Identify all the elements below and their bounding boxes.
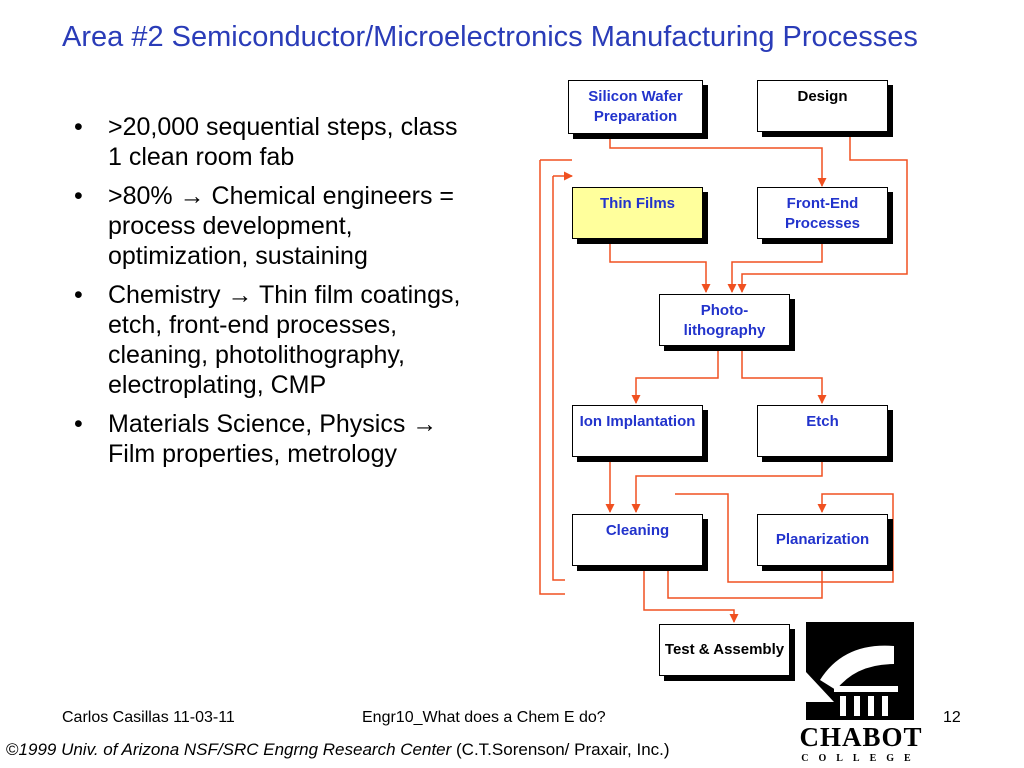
bullet-item: • Chemistry → Thin film coatings, etch, f… xyxy=(62,280,462,400)
bullet-item: • Materials Science, Physics → Film prope… xyxy=(62,409,462,469)
flow-box-etch: Etch xyxy=(757,405,888,457)
bullet-text: Chemistry → Thin film coatings, etch, fr… xyxy=(108,281,461,399)
bullet-text: >80% → Chemical engineers = process deve… xyxy=(108,182,455,270)
flow-box-test-assembly: Test & Assembly xyxy=(659,624,790,676)
logo-name: CHABOT xyxy=(799,722,923,752)
bullet-list: • >20,000 sequential steps, class 1 clean… xyxy=(62,112,462,478)
bullet-dot-icon: • xyxy=(74,410,83,438)
bullet-text: >20,000 sequential steps, class 1 clean … xyxy=(108,113,458,171)
loop-outer-left xyxy=(539,160,565,595)
footer-course: Engr10_What does a Chem E do? xyxy=(362,709,606,726)
chabot-college-logo xyxy=(806,622,914,720)
arrow-loop-to-planarization xyxy=(675,493,894,583)
logo-subtitle: COLLEGE xyxy=(801,753,921,764)
footer-author: Carlos Casillas 11-03-11 xyxy=(62,709,235,726)
page-number: 12 xyxy=(943,709,961,726)
bullet-dot-icon: • xyxy=(74,182,83,210)
bullet-dot-icon: • xyxy=(74,113,83,141)
bullet-item: • >80% → Chemical engineers = process dev… xyxy=(62,181,462,271)
bullet-item: • >20,000 sequential steps, class 1 clean… xyxy=(62,112,462,172)
arrow-design-to-photolithography xyxy=(737,134,908,293)
flow-box-ion-implantation: Ion Implantation xyxy=(572,405,703,457)
bullet-dot-icon: • xyxy=(74,281,83,309)
bullet-text: Materials Science, Physics → Film proper… xyxy=(108,410,438,468)
flow-box-silicon-wafer: Silicon Wafer Preparation xyxy=(568,80,703,134)
loop-planarization-return xyxy=(667,568,823,599)
arrow-frontend-to-photolithography xyxy=(727,241,823,293)
slide-title: Area #2 Semiconductor/Microelectronics M… xyxy=(62,21,918,53)
flow-box-cleaning: Cleaning xyxy=(572,514,703,566)
flow-box-planarization: Planarization xyxy=(757,514,888,566)
credit-institution: 1999 Univ. of Arizona NSF/SRC Engrng Res… xyxy=(18,740,452,759)
copyright-credit: ©1999 Univ. of Arizona NSF/SRC Engrng Re… xyxy=(6,740,670,760)
credit-authors: (C.T.Sorenson/ Praxair, Inc.) xyxy=(451,740,670,759)
flow-box-front-end: Front-End Processes xyxy=(757,187,888,239)
arrow-etch-to-cleaning xyxy=(631,458,823,513)
flow-box-design: Design xyxy=(757,80,888,132)
arrow-cleaning-to-test xyxy=(643,568,739,623)
copyright-symbol: © xyxy=(6,740,19,759)
arrow-thinfilms-to-photolithography xyxy=(609,241,711,293)
arrow-photolithography-to-etch xyxy=(741,346,827,404)
arrow-wafer-to-frontend xyxy=(609,136,827,187)
arrow-photolithography-to-ion xyxy=(631,346,719,404)
flow-box-thin-films: Thin Films xyxy=(572,187,703,239)
loop-inner-left xyxy=(552,176,565,581)
flow-box-photolithography: Photo-lithography xyxy=(659,294,790,346)
